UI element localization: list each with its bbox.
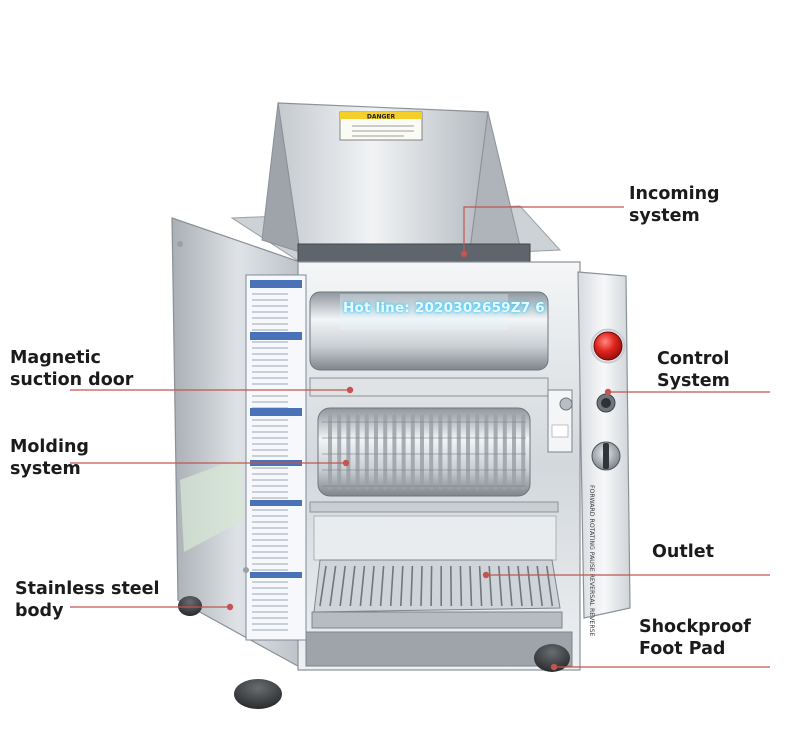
label-incoming-line-2: system bbox=[629, 206, 700, 226]
watermark-hotline: Hot line: 2020302659Z7 6 bbox=[343, 300, 545, 316]
danger-sticker-text: DANGER bbox=[367, 114, 396, 121]
upper-roller bbox=[309, 291, 549, 371]
label-molding-system: Molding system bbox=[10, 436, 89, 480]
label-magnetic-line-1: Magnetic bbox=[10, 348, 101, 368]
label-magnetic-line-2: suction door bbox=[10, 370, 134, 390]
label-stainless-line-2: body bbox=[15, 601, 64, 621]
label-shockproof-line-1: Shockproof bbox=[639, 617, 751, 637]
outlet-front-lip bbox=[311, 611, 563, 629]
label-shockproof-line-2: Foot Pad bbox=[639, 639, 726, 659]
divider-plate bbox=[309, 501, 559, 513]
label-control-system: Control System bbox=[657, 348, 730, 392]
left-side-sticker bbox=[180, 458, 244, 552]
leader-lines bbox=[70, 206, 770, 671]
label-molding-line-1: Molding bbox=[10, 437, 89, 457]
direction-legend: FORWARD ROTATING PAUSE REVERSAL REVERSE bbox=[588, 485, 595, 637]
label-outlet-line-1: Outlet bbox=[652, 542, 714, 562]
label-shockproof-foot-pad: Shockproof Foot Pad bbox=[639, 616, 751, 660]
label-magnetic-suction-door: Magnetic suction door bbox=[10, 347, 133, 391]
emergency-stop-button bbox=[593, 331, 623, 361]
base-recess bbox=[305, 631, 573, 667]
label-stainless-line-1: Stainless steel bbox=[15, 579, 160, 599]
foot-pad-back-left bbox=[178, 596, 202, 616]
foot-pad-front-right bbox=[534, 644, 570, 672]
outlet-chamber bbox=[313, 515, 557, 561]
hopper-left-wing bbox=[261, 102, 301, 253]
label-control-line-2: System bbox=[657, 371, 730, 391]
outlet-tray bbox=[313, 559, 561, 613]
label-stainless-steel-body: Stainless steel body bbox=[15, 578, 160, 622]
foot-pad-front-left bbox=[234, 679, 282, 709]
label-outlet: Outlet bbox=[652, 541, 714, 563]
label-incoming-system: Incoming system bbox=[629, 183, 720, 227]
label-molding-line-2: system bbox=[10, 459, 81, 479]
label-control-line-1: Control bbox=[657, 349, 730, 369]
magnetic-door-bar bbox=[309, 377, 549, 397]
label-incoming-line-1: Incoming bbox=[629, 184, 720, 204]
outlet-tray-slats bbox=[319, 565, 554, 607]
molding-roller-ribs bbox=[322, 414, 526, 490]
